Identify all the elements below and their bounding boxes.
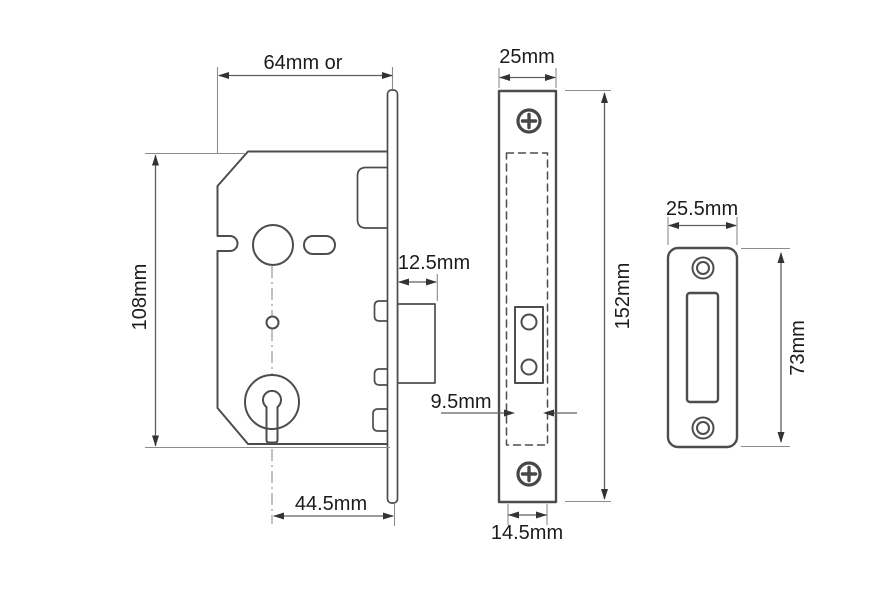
arrow-left-icon: [218, 72, 229, 79]
keyhole: [262, 389, 282, 444]
dim-strike-width: 25.5mm: [666, 198, 738, 245]
screw-head-icon: [516, 108, 542, 134]
keyhole-boss: [244, 374, 300, 430]
arrow-down-icon: [152, 435, 159, 447]
arrow-right-icon: [382, 72, 393, 79]
arrow-left-icon: [668, 222, 679, 229]
dim-inner-forend-width-label: 14.5mm: [491, 522, 563, 544]
arrow-up-icon: [152, 154, 159, 166]
lock-case-outline: [216, 150, 389, 445]
strike-slot: [685, 291, 720, 404]
forend-screw-top: [516, 108, 542, 134]
dim-inner-forend-width: 14.5mm: [491, 504, 563, 544]
arrow-right-icon: [726, 222, 737, 229]
forend-front-view: [497, 89, 558, 504]
dim-case-depth-label: 64mm or: [264, 52, 343, 74]
strike-plate: [666, 246, 739, 449]
deadbolt-front: [514, 306, 544, 384]
screw-hole-outer: [691, 416, 715, 440]
arrow-right-icon: [383, 512, 394, 520]
arrow-left-icon: [508, 511, 519, 519]
arrow-left-icon: [398, 278, 409, 286]
arrow-left-icon: [273, 512, 284, 520]
screw-hole-inner: [696, 261, 710, 275]
follower-slot: [303, 235, 336, 255]
strike-plate-view: [666, 246, 739, 449]
dim-strike-height-label: 73mm: [787, 320, 809, 376]
dim-case-height: 108mm: [129, 152, 390, 449]
strike-hole-bottom: [691, 416, 715, 440]
dim-strike-height: 73mm: [741, 247, 809, 448]
forend-front-plate: [497, 89, 558, 504]
forend-side: [386, 89, 399, 504]
deadbolt-roller-top: [520, 313, 538, 331]
arrow-right-icon: [536, 511, 547, 519]
dim-bolt-width-label: 9.5mm: [430, 391, 491, 413]
case-tab-middle: [373, 368, 389, 386]
dim-bolt-throw: 12.5mm: [398, 252, 470, 301]
dim-case-height-label: 108mm: [129, 264, 151, 331]
dim-backset: 44.5mm: [271, 449, 396, 526]
inner-forend-dashed: [505, 152, 549, 446]
screw-head-icon: [516, 461, 542, 487]
arrow-down-icon: [777, 432, 785, 443]
spindle-hole: [252, 224, 294, 266]
dim-bolt-throw-label: 12.5mm: [398, 252, 470, 274]
arrow-up-icon: [601, 92, 608, 103]
forend-screw-bottom: [516, 461, 542, 487]
strike-hole-top: [691, 256, 715, 280]
dim-forend-height-label: 152mm: [612, 263, 634, 330]
dim-bolt-width: 9.5mm: [430, 391, 577, 417]
dim-forend-width: 25mm: [498, 46, 557, 88]
case-tab-top: [373, 300, 389, 322]
arrow-right-icon: [426, 278, 437, 286]
fixing-hole: [265, 315, 280, 330]
dim-forend-height: 152mm: [565, 89, 634, 503]
lock-case-view: [216, 89, 436, 504]
arrow-left-icon: [499, 74, 510, 81]
case-tab-bottom: [372, 408, 389, 432]
latchbolt-side: [356, 166, 389, 229]
dim-forend-width-label: 25mm: [499, 46, 555, 68]
deadbolt-side: [396, 303, 436, 384]
arrow-up-icon: [777, 252, 785, 263]
screw-hole-outer: [691, 256, 715, 280]
arrow-down-icon: [601, 489, 608, 500]
dim-strike-width-label: 25.5mm: [666, 198, 738, 220]
screw-hole-inner: [696, 421, 710, 435]
dim-backset-label: 44.5mm: [295, 493, 367, 515]
dim-case-depth: 64mm or: [216, 52, 394, 153]
arrow-right-icon: [504, 409, 515, 417]
arrow-right-icon: [545, 74, 556, 81]
deadbolt-roller-bottom: [520, 358, 538, 376]
arrow-left-icon: [543, 409, 554, 417]
